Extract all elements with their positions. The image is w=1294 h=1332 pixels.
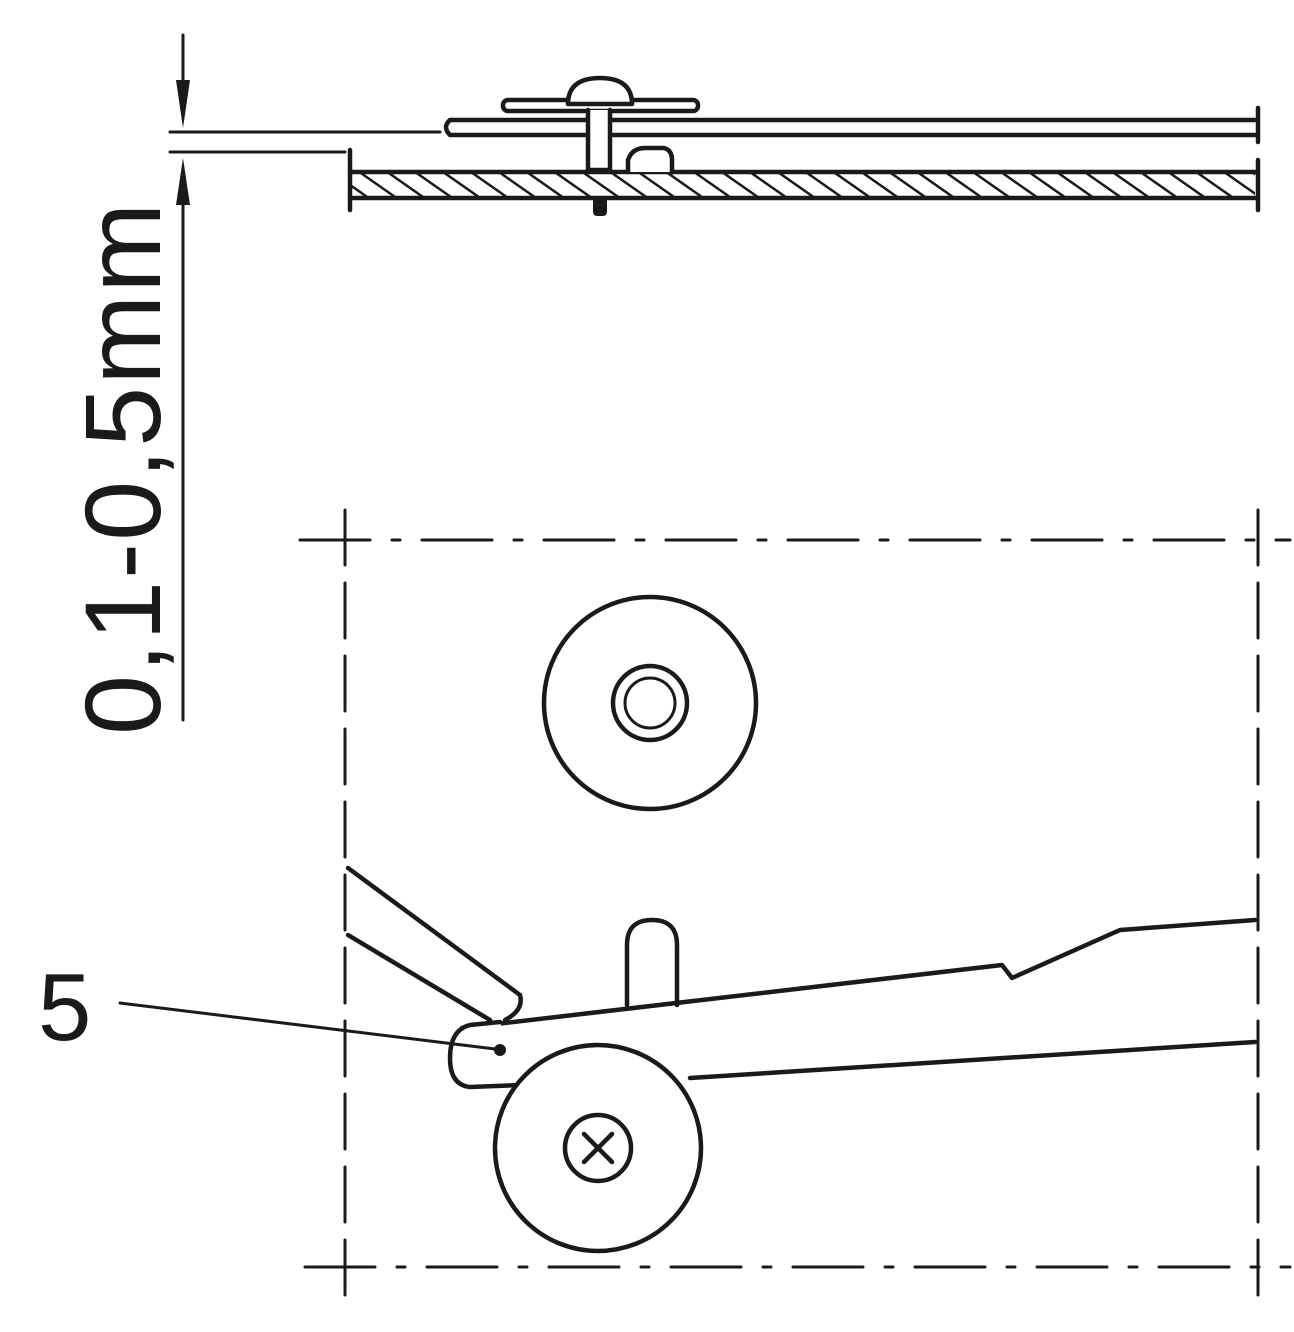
- screw-cross-b: [581, 1131, 615, 1165]
- upper-roller-hub: [610, 663, 690, 743]
- screw-shaft: [585, 107, 613, 173]
- upper-roller: [541, 594, 759, 812]
- section-view: [347, 75, 1261, 216]
- pivot-point-5: [494, 1044, 506, 1056]
- gap-dimension: 0,1-0,5mm: [62, 33, 442, 735]
- arrow-up-icon: [176, 158, 190, 205]
- plan-view-frame: [298, 508, 1292, 1307]
- screw-head: [565, 75, 635, 107]
- lever-nose: [447, 1019, 523, 1090]
- lever-assembly: [345, 865, 1258, 1254]
- hatched-base-plate: [350, 172, 1255, 198]
- dimension-label: 0,1-0,5mm: [62, 201, 183, 735]
- bent-tab: [625, 145, 675, 175]
- stop-pin: [624, 917, 680, 1008]
- upper-roller-outer: [541, 594, 759, 812]
- lever-lower-edge: [687, 1039, 1258, 1081]
- arrow-down-icon: [176, 80, 190, 128]
- lever-upper-edge: [459, 917, 1258, 1031]
- callout-label: 5: [38, 954, 91, 1061]
- angled-arm: [345, 865, 523, 1023]
- upper-sheet: [443, 117, 1258, 138]
- screw-tip: [593, 196, 607, 216]
- lower-roller-screw: [562, 1112, 634, 1184]
- callout-5: 5: [38, 954, 497, 1061]
- upper-roller-bore: [623, 676, 677, 730]
- callout-leader: [118, 1001, 497, 1051]
